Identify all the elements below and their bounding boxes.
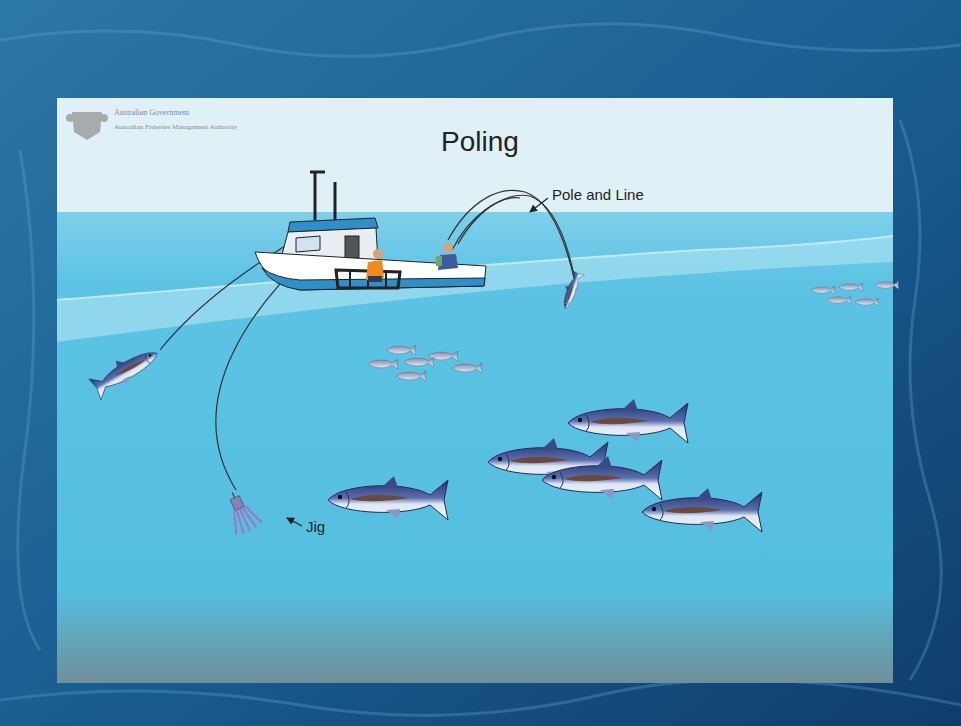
part-label: Jig (306, 518, 325, 535)
slide-title: Poling (441, 126, 519, 158)
logo-text: Australian Government (114, 108, 189, 117)
logo-text: Australian Fisheries Management Authorit… (114, 123, 237, 131)
part-label: Pole and Line (552, 186, 644, 203)
